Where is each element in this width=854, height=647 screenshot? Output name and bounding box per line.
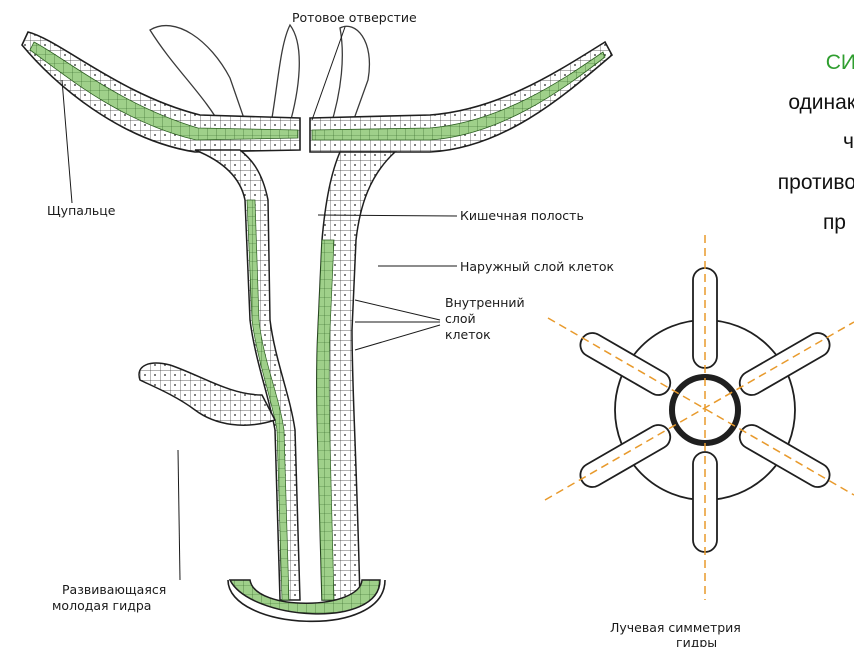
label-symmetry-1: Лучевая симметрия — [610, 620, 741, 635]
label-bud-2: молодая гидра — [52, 598, 151, 613]
radial-symmetry-diagram: Лучевая симметрия гидры — [545, 235, 854, 647]
side-text-line-2: ч — [843, 131, 854, 152]
tentacle-right-cutaway — [330, 26, 369, 130]
label-symmetry-2: гидры — [676, 635, 717, 647]
label-inner-layer-3: клеток — [445, 327, 491, 342]
leader-bud — [178, 450, 180, 580]
tentacle-middle-cutaway — [270, 25, 299, 130]
label-bud-1: Развивающаяся — [62, 582, 166, 597]
label-outer-layer: Наружный слой клеток — [460, 259, 615, 274]
label-tentacle: Щупальце — [47, 203, 116, 218]
bud-wall — [139, 363, 275, 425]
label-inner-layer-2: слой — [445, 311, 476, 326]
leader-tentacle — [62, 80, 72, 203]
side-text-line-4: пр — [823, 212, 846, 233]
leader-inner-3 — [355, 325, 440, 350]
label-inner-layer-1: Внутренний — [445, 295, 525, 310]
leader-inner-1 — [355, 300, 440, 320]
side-text-line-3: противо — [778, 172, 854, 193]
side-text-line-1: одинак — [788, 92, 854, 113]
side-title: СИ — [826, 52, 854, 73]
hydra-body — [22, 32, 612, 621]
label-mouth: Ротовое отверстие — [292, 10, 417, 25]
label-gut-cavity: Кишечная полость — [460, 208, 584, 223]
